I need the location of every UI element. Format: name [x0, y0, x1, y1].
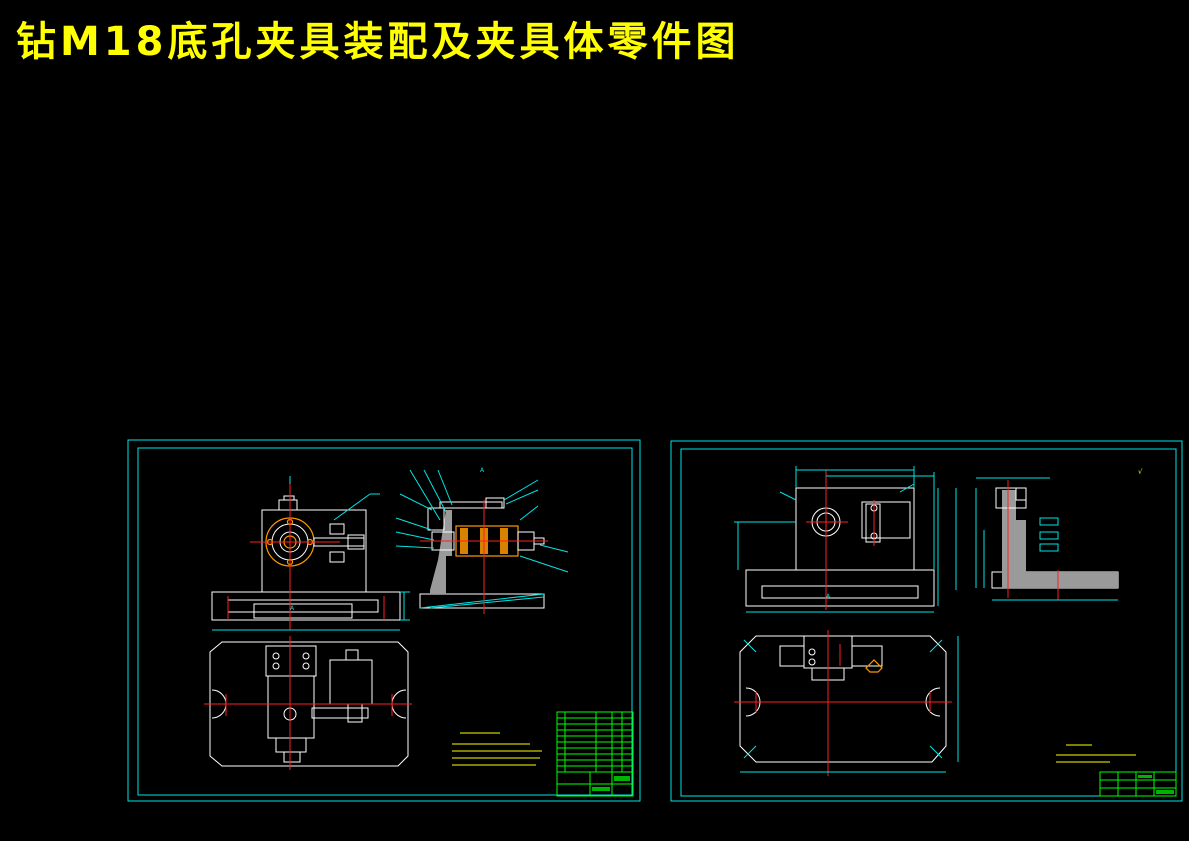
- svg-text:A: A: [826, 593, 831, 600]
- sheet-2-outer-border: [670, 440, 1183, 802]
- assembly-sheet: A: [127, 439, 641, 802]
- part-technical-notes: [1056, 744, 1136, 763]
- part-side-section-view: √: [975, 468, 1143, 601]
- part-top-view: [734, 630, 959, 776]
- assembly-title-block: [556, 711, 634, 797]
- part-sheet: A √: [670, 440, 1183, 802]
- part-front-view: A: [734, 466, 957, 613]
- svg-text:A: A: [480, 467, 485, 474]
- sheet-1-inner-border: [137, 447, 633, 796]
- drawing-title: 钻M18底孔夹具装配及夹具体零件图: [16, 19, 740, 65]
- assembly-side-section-view: A: [395, 467, 569, 614]
- sheet-1-outer-border: [127, 439, 641, 802]
- svg-text:A: A: [290, 605, 295, 612]
- assembly-technical-notes: [452, 732, 542, 766]
- sheet-2-inner-border: [680, 448, 1177, 797]
- assembly-front-view: A: [211, 476, 410, 631]
- svg-text:√: √: [1138, 468, 1143, 476]
- assembly-top-view: [204, 636, 412, 770]
- part-title-block: [1099, 771, 1177, 797]
